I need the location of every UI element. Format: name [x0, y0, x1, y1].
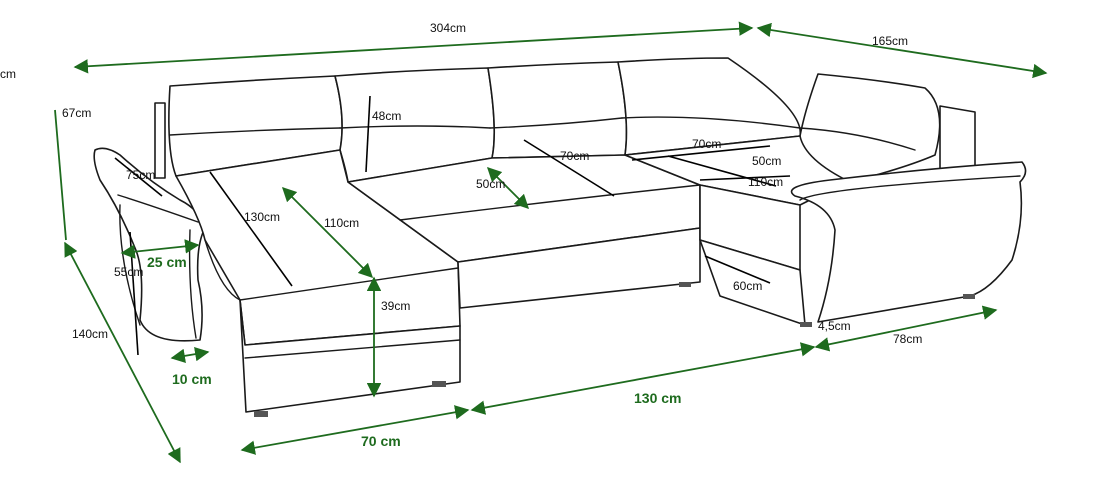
label-right-depth: 165cm: [872, 34, 908, 48]
label-back-height: 48cm: [372, 109, 401, 123]
label-chaise-len: 130cm: [244, 210, 280, 224]
label-seat-height: 39cm: [381, 299, 410, 313]
foot-4: [800, 322, 812, 327]
label-height-total: 67cm: [62, 106, 91, 120]
dim-right-width: [814, 305, 998, 352]
foot-5: [963, 294, 975, 299]
label-left-depth: 140cm: [72, 327, 108, 341]
label-chaise-width: 70 cm: [361, 433, 401, 449]
foot-3: [679, 282, 691, 287]
back-cushion-5: [799, 73, 941, 183]
dim-height: [54, 109, 67, 241]
dim-cushion-depth: [486, 166, 530, 210]
label-chaise-inner: 110cm: [324, 216, 359, 230]
label-armrest-len: 75cm: [126, 168, 155, 182]
label-right-depth-inner: 50cm: [752, 154, 781, 168]
dim-left-depth: [64, 241, 181, 464]
label-left-cut: cm: [0, 67, 16, 81]
foot-1: [254, 411, 268, 417]
sofa-drawing: [93, 57, 1027, 417]
dim-chaise-inner: [281, 186, 374, 279]
foot-2: [432, 381, 446, 387]
dim-total-width: [73, 21, 754, 74]
label-seat-width: 70cm: [560, 149, 589, 163]
dim-right-depth: [756, 22, 1048, 79]
label-arm-height: 55cm: [114, 265, 143, 279]
label-right-len-inner: 110cm: [748, 175, 783, 189]
label-cushion-depth: 50cm: [476, 177, 505, 191]
label-leg-gap: 10 cm: [172, 371, 212, 387]
back-frame: [154, 102, 166, 179]
label-arm-width: 25 cm: [147, 254, 187, 270]
label-right-width: 78cm: [893, 332, 922, 346]
dim-middle-width: [470, 342, 816, 415]
inner-measures: [114, 95, 791, 356]
right-armrest: [790, 161, 1027, 323]
label-right-inner: 60cm: [733, 279, 762, 293]
label-middle-width: 130 cm: [634, 390, 681, 406]
dim-arm-width: [120, 239, 200, 259]
label-total-width: 304cm: [430, 21, 466, 35]
label-leg-height: 4,5cm: [818, 319, 851, 333]
labels: 304cm 165cm cm 67cm 48cm 75cm 130cm 110c…: [0, 21, 922, 449]
back-cushion-3: [487, 61, 628, 159]
dim-leg-gap: [170, 347, 210, 363]
dim-chaise-width: [240, 405, 470, 455]
dimension-lines: [54, 21, 1048, 464]
label-bed-width: 70cm: [692, 137, 721, 151]
